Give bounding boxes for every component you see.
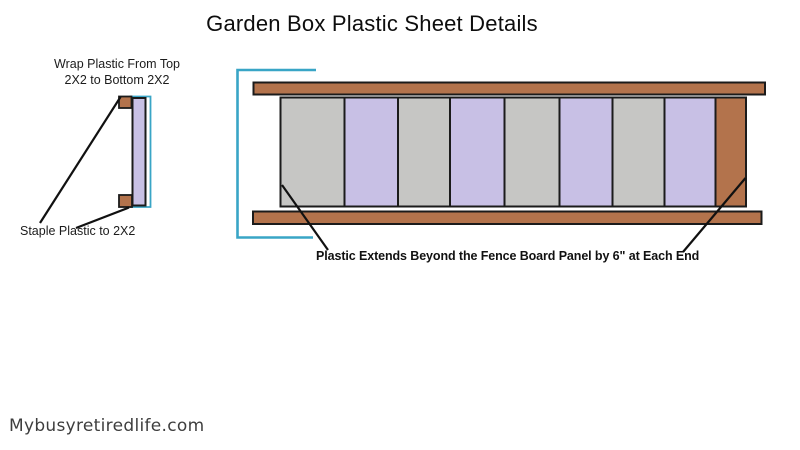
wrap-plastic-label-line1: Wrap Plastic From Top <box>54 57 180 71</box>
staple-plastic-label: Staple Plastic to 2X2 <box>20 224 136 238</box>
leader-line-staple-to-top-2x2 <box>39 96 122 224</box>
fence-board-panel <box>279 96 747 208</box>
top-2x2-end <box>118 95 133 109</box>
plastic-sheet-outline <box>236 68 316 239</box>
fence-board-2-lavender <box>343 96 399 208</box>
bottom-2x2-end <box>118 194 133 208</box>
wrap-plastic-label-line2: 2X2 to Bottom 2X2 <box>64 73 170 87</box>
end-2x2-post <box>714 96 747 208</box>
watermark: Mybusyretiredlife.com <box>9 416 205 436</box>
top-2x2-rail <box>252 81 766 96</box>
leader-line-staple-to-bottom-2x2 <box>75 206 130 230</box>
plastic-wrap-outline <box>129 95 152 208</box>
fence-board-4-lavender <box>449 96 506 208</box>
fence-board-5-gray <box>503 96 561 208</box>
leader-line-extends-left <box>281 184 329 251</box>
fence-board-8-lavender <box>663 96 717 208</box>
leader-line-extends-right <box>682 177 747 253</box>
plastic-extends-label: Plastic Extends Beyond the Fence Board P… <box>316 249 700 263</box>
fence-board-6-lavender <box>558 96 614 208</box>
page-title: Garden Box Plastic Sheet Details <box>206 11 538 36</box>
bottom-2x2-rail <box>252 210 763 225</box>
fence-board-1-gray <box>279 96 346 208</box>
wrap-plastic-label: Wrap Plastic From Top 2X2 to Bottom 2X2 <box>35 56 199 88</box>
fence-board-side-view <box>131 97 147 207</box>
fence-board-7-gray <box>611 96 666 208</box>
fence-board-3-gray <box>397 96 451 208</box>
